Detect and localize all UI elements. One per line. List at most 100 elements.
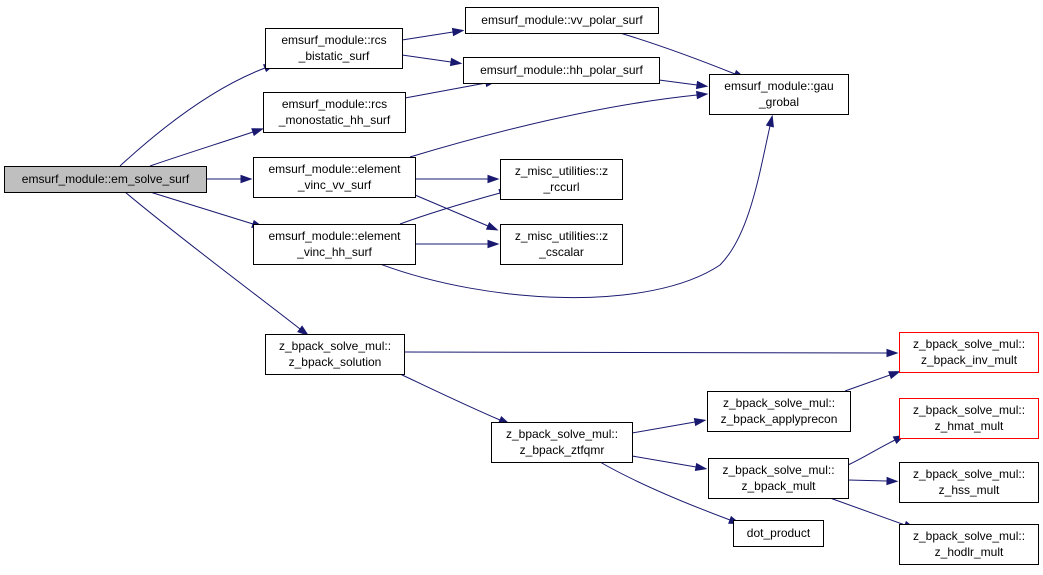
node-z-hodlr-mult[interactable]: z_bpack_solve_mul::z_hodlr_mult (899, 524, 1039, 565)
node-label: _cscalar (538, 245, 584, 259)
edge-element_vinc_vv_surf-to-gau_grobal (409, 90, 709, 158)
node-z-bpack-mult[interactable]: z_bpack_solve_mul::z_bpack_mult (708, 458, 849, 499)
node-box (709, 74, 849, 115)
node-z-bpack-ztfqmr[interactable]: z_bpack_solve_mul::z_bpack_ztfqmr (491, 422, 633, 463)
node-em-solve-surf[interactable]: emsurf_module::em_solve_surf (4, 166, 207, 193)
node-label: emsurf_module::vv_polar_surf (481, 13, 643, 27)
arrowhead (449, 57, 463, 67)
node-box (465, 7, 659, 34)
edge-line (847, 439, 896, 466)
node-box (899, 398, 1039, 439)
arrowhead (297, 325, 310, 337)
node-box (899, 462, 1039, 503)
edge-line (124, 191, 301, 330)
edge-line (409, 94, 698, 158)
node-label: z_hmat_mult (935, 419, 1004, 433)
arrowhead (485, 221, 499, 231)
node-rcs-monostatic-hh-surf[interactable]: emsurf_module::rcs_monostatic_hh_surf (263, 92, 406, 133)
node-label: z_hss_mult (939, 483, 1000, 497)
arrowhead (886, 476, 899, 486)
node-z-cscalar[interactable]: z_misc_utilities::z_cscalar (500, 224, 623, 265)
node-element-vinc-vv-surf[interactable]: emsurf_module::element_vinc_vv_surf (253, 157, 416, 198)
edge-element_vinc_vv_surf-to-z_rccurl (415, 174, 500, 184)
node-label: z_bpack_solve_mul:: (913, 467, 1025, 481)
node-z-hss-mult[interactable]: z_bpack_solve_mul::z_hss_mult (899, 462, 1039, 503)
edge-line (399, 373, 501, 421)
arrowhead (888, 371, 901, 380)
node-label: emsurf_module::em_solve_surf (22, 172, 190, 186)
node-z-hmat-mult[interactable]: z_bpack_solve_mul::z_hmat_mult (899, 398, 1039, 439)
edge-element_vinc_hh_surf-to-gau_grobal (379, 114, 774, 298)
node-label: z_bpack_solution (289, 355, 382, 369)
node-box (733, 520, 824, 547)
node-label: z_bpack_solve_mul:: (279, 339, 391, 353)
edge-line (619, 32, 736, 75)
node-box (899, 524, 1039, 565)
edge-z_bpack_ztfqmr-to-z_bpack_applyprecon (631, 417, 707, 434)
node-z-bpack-applyprecon[interactable]: z_bpack_solve_mul::z_bpack_applyprecon (707, 391, 851, 432)
edge-line (847, 479, 888, 482)
edge-line (401, 31, 454, 41)
edge-line (119, 67, 266, 167)
edge-em_solve_surf-to-z_bpack_solution (124, 191, 310, 337)
edge-hh_polar_surf-to-gau_grobal (658, 79, 709, 90)
node-box (253, 224, 416, 265)
node-box (707, 391, 851, 432)
node-label: emsurf_module::element (268, 162, 401, 176)
arrowhead (695, 80, 709, 90)
node-z-rccurl[interactable]: z_misc_utilities::z_rccurl (500, 159, 623, 200)
arrowhead (240, 174, 253, 184)
node-label: dot_product (747, 526, 811, 540)
arrowhead (694, 462, 708, 472)
node-label: z_bpack_applyprecon (721, 412, 838, 426)
node-z-bpack-inv-mult[interactable]: z_bpack_solve_mul::z_bpack_inv_mult (899, 332, 1039, 373)
node-label: z_misc_utilities::z (515, 164, 608, 178)
node-dot-product[interactable]: dot_product (733, 520, 824, 547)
arrowhead (251, 128, 264, 137)
node-hh-polar-surf[interactable]: emsurf_module::hh_polar_surf (463, 57, 660, 84)
node-gau-grobal[interactable]: emsurf_module::gau_grobal (709, 74, 849, 115)
edge-line (401, 54, 452, 63)
node-box (253, 157, 416, 198)
node-label: z_misc_utilities::z (515, 229, 608, 243)
edge-line (829, 497, 906, 526)
edge-line (149, 191, 254, 225)
node-box (263, 92, 406, 133)
edge-line (399, 192, 501, 225)
edge-em_solve_surf-to-rcs_monostatic_hh_surf (149, 128, 264, 167)
arrowhead (765, 114, 774, 128)
node-element-vinc-hh-surf[interactable]: emsurf_module::element_vinc_hh_surf (253, 224, 416, 265)
node-z-bpack-solution[interactable]: z_bpack_solve_mul::z_bpack_solution (265, 334, 405, 375)
edge-line (631, 455, 697, 468)
edge-rcs_bistatic_surf-to-vv_polar_surf (401, 27, 465, 41)
call-nodes: emsurf_module::em_solve_surfemsurf_modul… (4, 7, 1039, 565)
arrowhead (487, 174, 500, 184)
edge-z_bpack_mult-to-z_hmat_mult (847, 434, 906, 466)
node-box (265, 334, 405, 375)
node-label: emsurf_module::hh_polar_surf (480, 63, 643, 77)
node-box (899, 332, 1039, 373)
node-label: z_bpack_solve_mul:: (723, 396, 835, 410)
node-vv-polar-surf[interactable]: emsurf_module::vv_polar_surf (465, 7, 659, 34)
node-box (463, 57, 660, 84)
edge-z_bpack_solution-to-z_bpack_inv_mult (403, 348, 899, 358)
node-label: z_bpack_inv_mult (921, 353, 1018, 367)
edge-line (631, 421, 696, 434)
node-box (708, 458, 849, 499)
edge-line (149, 131, 254, 167)
arrowhead (696, 90, 709, 100)
edge-rcs_bistatic_surf-to-hh_polar_surf (401, 54, 463, 67)
node-label: z_bpack_mult (741, 479, 816, 493)
node-label: z_bpack_solve_mul:: (913, 529, 1025, 543)
edge-line (403, 351, 888, 354)
edge-element_vinc_hh_surf-to-z_rccurl (399, 189, 512, 225)
node-label: _grobal (758, 95, 799, 109)
node-rcs-bistatic-surf[interactable]: emsurf_module::rcs_bistatic_surf (265, 28, 403, 69)
arrowhead (886, 348, 899, 358)
node-label: z_bpack_ztfqmr (520, 443, 605, 457)
node-label: _rccurl (542, 180, 579, 194)
node-label: z_hodlr_mult (935, 545, 1004, 559)
edge-line (844, 374, 891, 392)
arrowhead (451, 27, 465, 37)
